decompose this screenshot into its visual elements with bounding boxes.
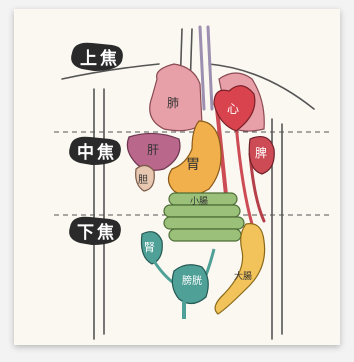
zone-middle-char2: 焦 xyxy=(96,142,114,163)
zone-upper-char2: 焦 xyxy=(99,48,117,69)
gallbladder-label: 胆 xyxy=(138,174,148,186)
lung-label: 肺 xyxy=(167,96,179,110)
bladder-label: 膀胱 xyxy=(182,274,202,287)
zone-upper-char1: 上 xyxy=(80,49,97,69)
small-intestine-label: 小腸 xyxy=(190,196,208,207)
zone-tag-upper: 上 焦 xyxy=(71,43,123,71)
zone-middle-char1: 中 xyxy=(77,142,94,163)
large-intestine-label: 大腸 xyxy=(234,270,252,282)
zone-tag-lower: 下 焦 xyxy=(69,217,121,245)
liver-label: 肝 xyxy=(147,143,159,157)
sanjiao-diagram: 肺 心 肝 胆 胃 脾 小腸 腎 膀胱 大腸 上 焦 中 焦 下 焦 xyxy=(14,9,340,345)
zone-tag-middle: 中 焦 xyxy=(69,137,121,165)
spleen-label: 脾 xyxy=(255,145,267,160)
heart-label: 心 xyxy=(227,102,239,116)
zone-lower-char2: 焦 xyxy=(96,222,114,243)
kidney-label: 腎 xyxy=(144,241,155,254)
zone-lower-char1: 下 xyxy=(77,223,94,243)
stomach-label: 胃 xyxy=(186,157,200,173)
